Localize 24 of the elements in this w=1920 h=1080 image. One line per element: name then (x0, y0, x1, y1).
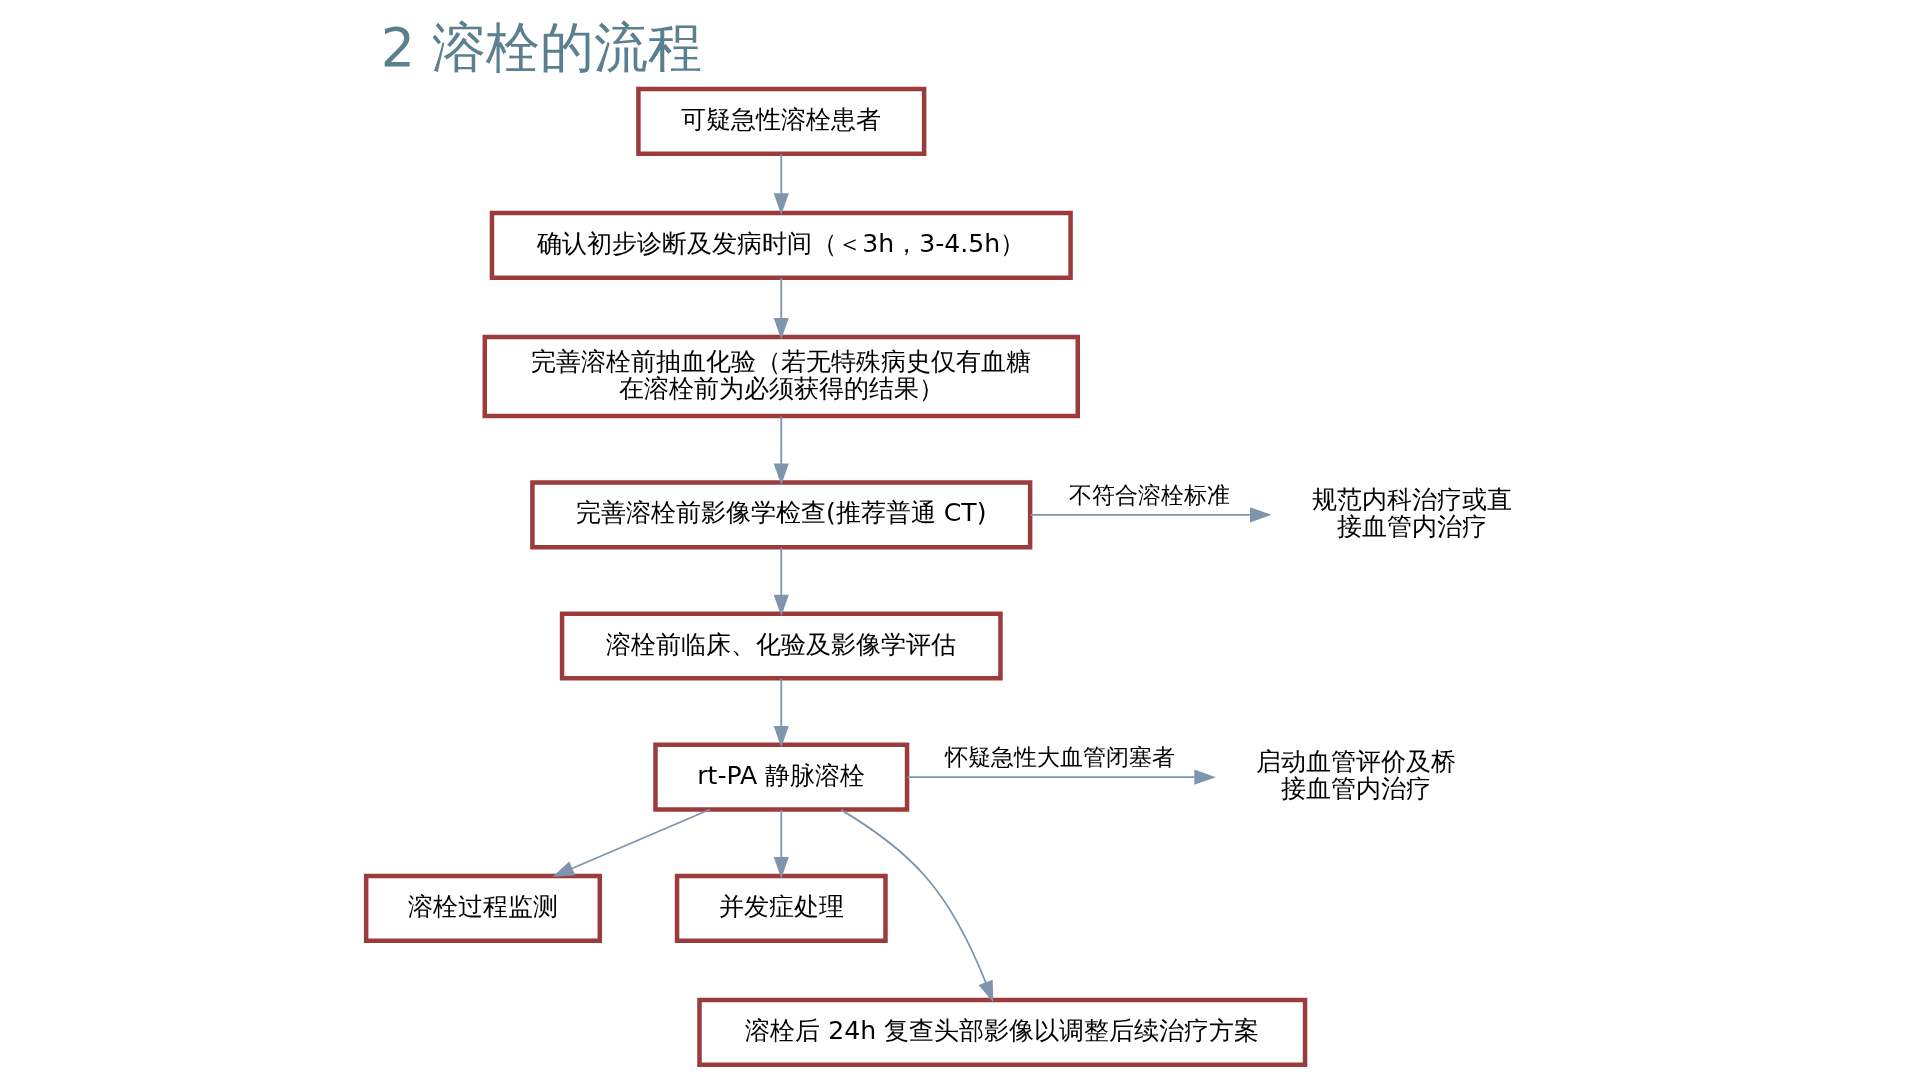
node-box: 溶栓后 24h 复查头部影像以调整后续治疗方案 (696, 997, 1307, 1067)
diagram-title: 2 溶栓的流程 (380, 15, 702, 79)
arrow (551, 808, 711, 877)
arrow (773, 277, 789, 340)
node-box: 确认初步诊断及发病时间（＜3h，3-4.5h） (489, 210, 1073, 280)
arrow (773, 153, 789, 215)
arrow (1029, 507, 1272, 523)
node-box: rt-PA 静脉溶栓 (652, 742, 909, 812)
node-box: 溶栓前临床、化验及影像学评估 (559, 611, 1003, 681)
arrow (773, 808, 789, 879)
arrow (773, 677, 789, 748)
arrow (839, 809, 993, 1003)
node-box: 可疑急性溶栓患者 (635, 86, 926, 156)
edge-label: 怀疑急性大血管闭塞者 (944, 743, 1175, 772)
arrow (773, 546, 789, 617)
node-box: 并发症处理 (674, 873, 888, 943)
node-text: 规范内科治疗或直接血管内治疗 (1311, 485, 1512, 541)
arrow (773, 415, 789, 486)
arrow (906, 769, 1216, 785)
node-box: 完善溶栓前影像学检查(推荐普通 CT) (529, 480, 1032, 550)
node-text: 启动血管评价及桥接血管内治疗 (1255, 747, 1456, 804)
edge-label: 不符合溶栓标准 (1068, 480, 1230, 509)
node-box: 溶栓过程监测 (363, 873, 602, 943)
node-box: 完善溶栓前抽血化验（若无特殊病史仅有血糖在溶栓前为必须获得的结果） (482, 334, 1080, 419)
